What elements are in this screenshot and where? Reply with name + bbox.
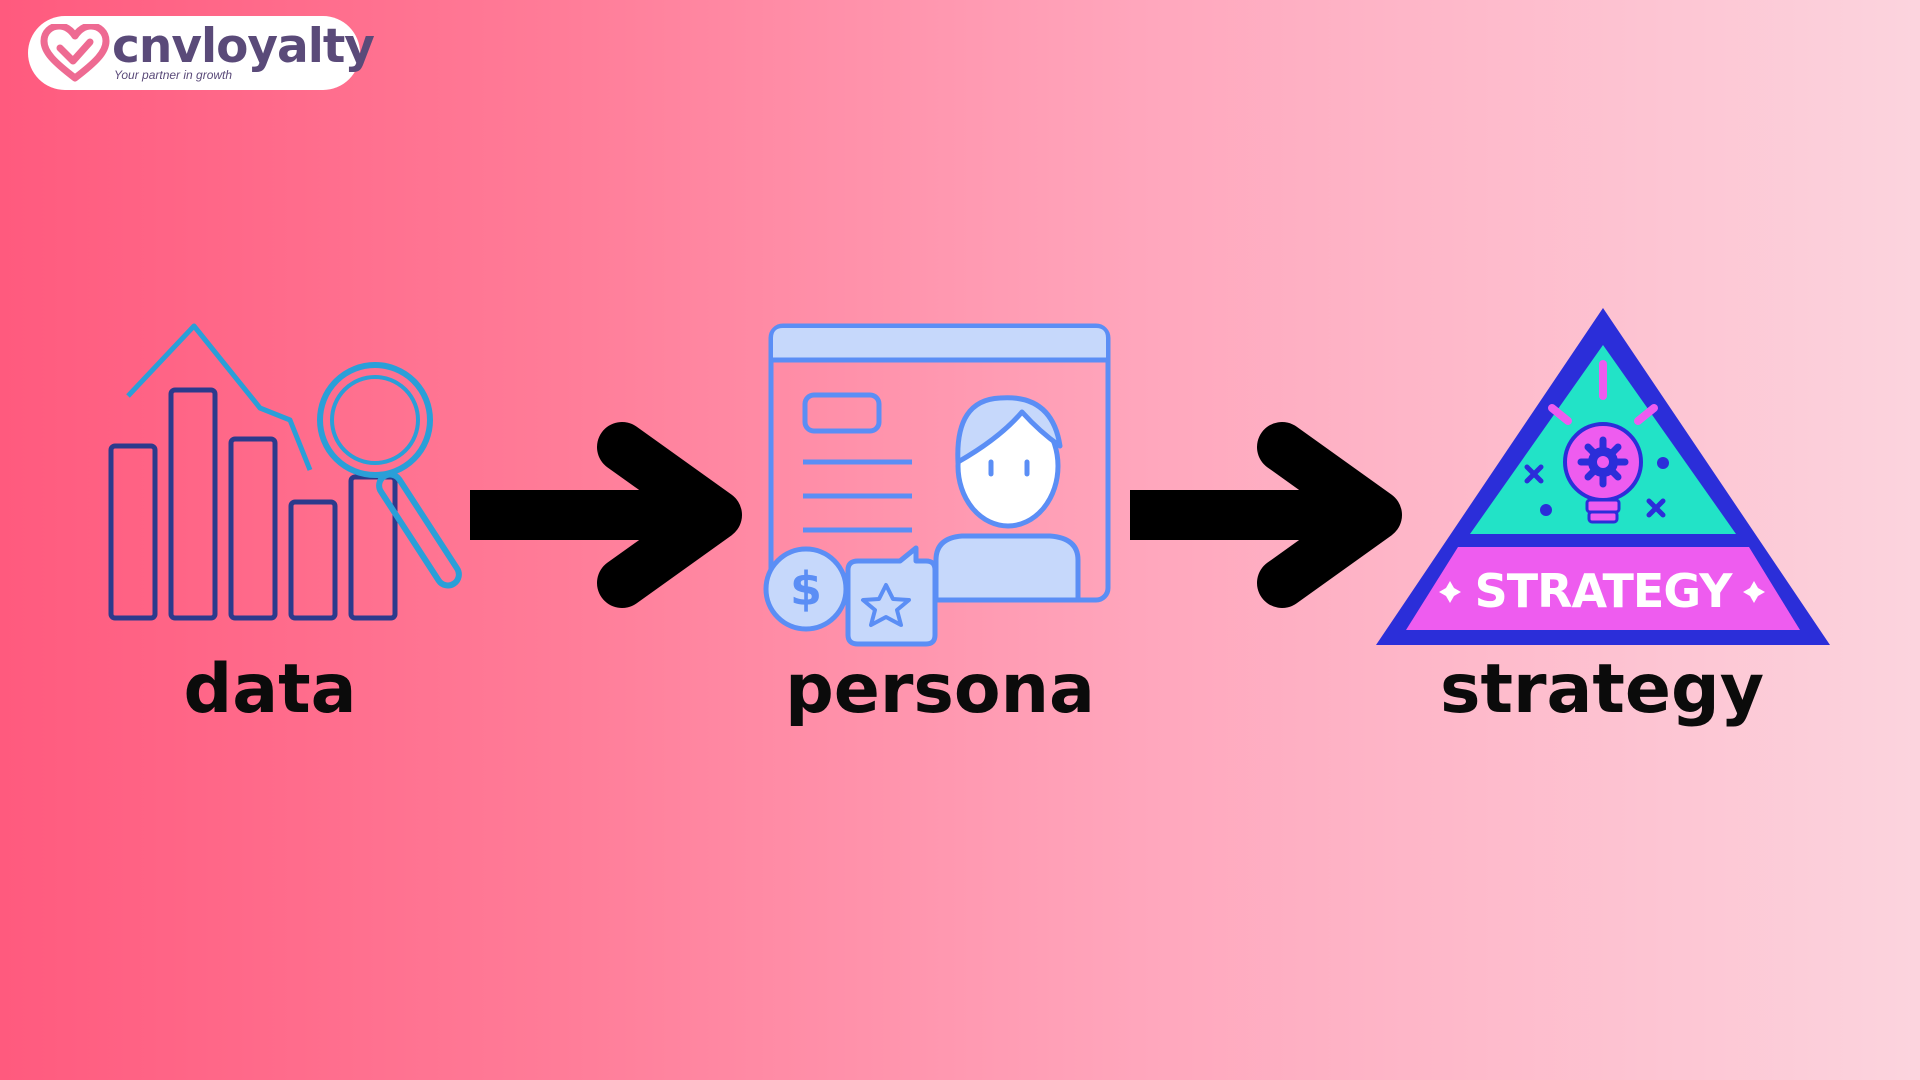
arrow-right-icon [470, 422, 742, 608]
step-label-data: data [183, 650, 357, 729]
svg-text:$: $ [790, 562, 822, 616]
strategy-pyramid-badge-icon: STRATEGY [1376, 308, 1830, 645]
bar-chart-magnifier-icon [108, 323, 462, 621]
arrow-right-icon [1130, 422, 1402, 608]
brand-name: cnvloyalty [112, 19, 375, 74]
strategy-badge-text: STRATEGY [1475, 564, 1734, 618]
brand-logo: cnvloyalty Your partner in growth [28, 16, 375, 90]
heart-logo-icon [40, 24, 110, 82]
brand-tagline: Your partner in growth [114, 68, 233, 82]
step-label-strategy: strategy [1440, 650, 1765, 729]
persona-profile-card-icon: $ [763, 323, 1111, 647]
step-label-persona: persona [785, 650, 1095, 729]
